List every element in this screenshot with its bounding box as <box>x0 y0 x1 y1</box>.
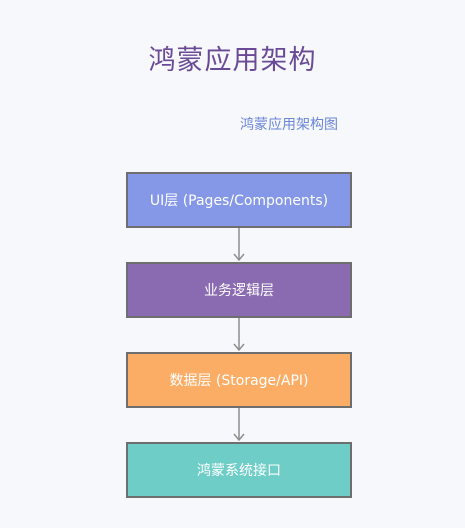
layer-harmony-system-interface: 鸿蒙系统接口 <box>126 442 352 498</box>
layer-ui-label: UI层 (Pages/Components) <box>149 193 329 209</box>
layer-business-logic-label: 业务逻辑层 <box>204 283 274 299</box>
diagram-title: 鸿蒙应用架构 <box>148 45 317 76</box>
arrow-logic-to-data <box>233 318 245 352</box>
layer-harmony-system-interface-label: 鸿蒙系统接口 <box>197 463 281 479</box>
layer-business-logic: 业务逻辑层 <box>126 262 352 318</box>
layer-data: 数据层 (Storage/API) <box>126 352 352 408</box>
diagram-caption: 鸿蒙应用架构图 <box>240 117 338 133</box>
arrow-data-to-system <box>233 408 245 442</box>
layer-ui: UI层 (Pages/Components) <box>126 172 352 228</box>
layer-data-label: 数据层 (Storage/API) <box>169 373 309 389</box>
arrow-ui-to-logic <box>233 228 245 262</box>
